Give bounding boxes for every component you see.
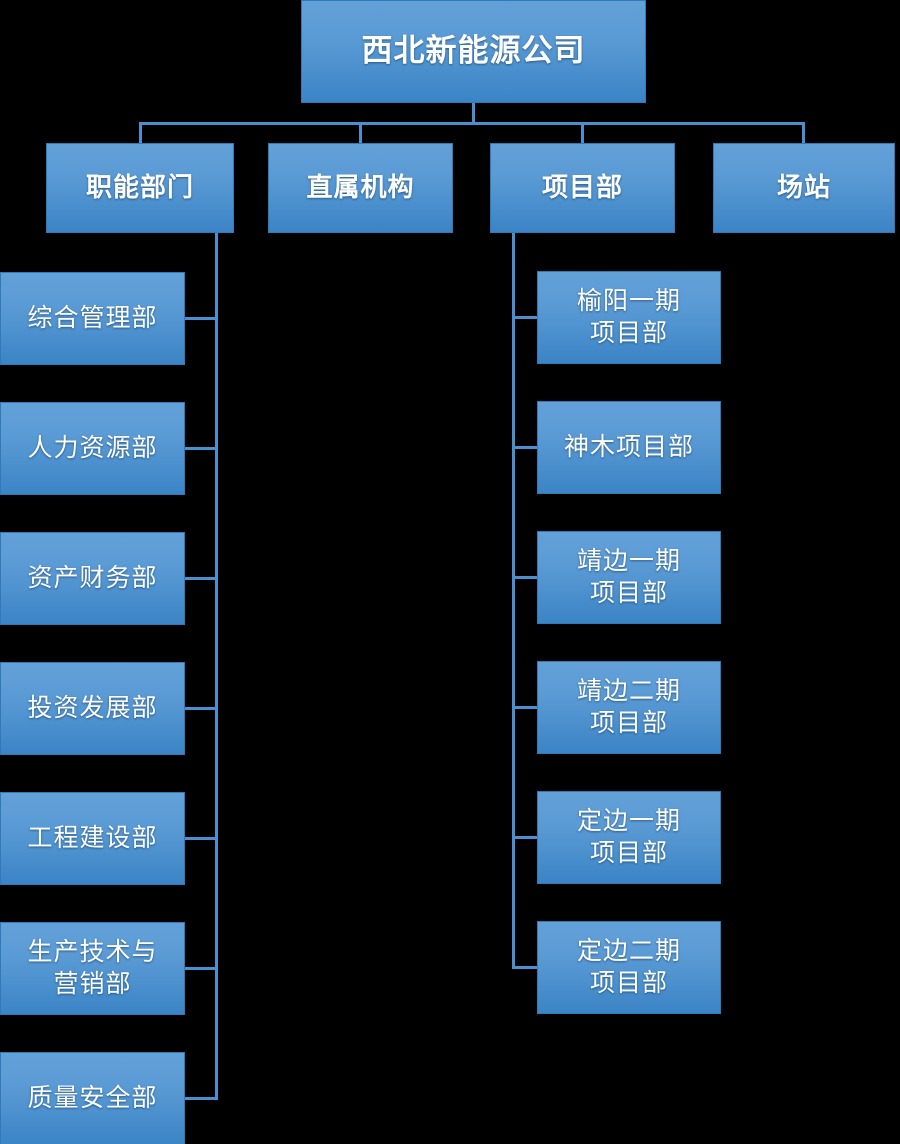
node-dept-human-resources[interactable]: 人力资源部 (0, 402, 185, 495)
connector-stub-dept-7 (185, 1097, 218, 1100)
connector-stub-dept-2 (185, 447, 218, 450)
connector-stub-project-5 (512, 836, 540, 839)
connector-level2-bus (139, 122, 805, 125)
node-project-jingbian-phase2[interactable]: 靖边二期 项目部 (537, 661, 721, 754)
node-dept-asset-finance[interactable]: 资产财务部 (0, 532, 185, 625)
connector-stub-project-4 (512, 706, 540, 709)
node-dept-production-technology-marketing[interactable]: 生产技术与 营销部 (0, 922, 185, 1015)
node-dept-investment-development[interactable]: 投资发展部 (0, 662, 185, 755)
connector-stub-project-6 (512, 966, 540, 969)
connector-stub-dept-5 (185, 837, 218, 840)
connector-drop-functional (139, 122, 142, 144)
node-root-company[interactable]: 西北新能源公司 (301, 0, 646, 103)
node-level2-station[interactable]: 场站 (713, 143, 895, 233)
connector-stub-dept-1 (185, 317, 218, 320)
node-dept-engineering-construction[interactable]: 工程建设部 (0, 792, 185, 885)
connector-drop-direct (359, 122, 362, 144)
connector-stub-project-1 (512, 316, 540, 319)
connector-stub-dept-4 (185, 707, 218, 710)
node-level2-functional[interactable]: 职能部门 (46, 143, 234, 233)
connector-project-trunk (512, 233, 515, 969)
node-project-dingbian-phase2[interactable]: 定边二期 项目部 (537, 921, 721, 1014)
connector-root-drop (472, 103, 475, 124)
node-project-jingbian-phase1[interactable]: 靖边一期 项目部 (537, 531, 721, 624)
connector-functional-trunk (215, 233, 218, 1099)
connector-stub-project-3 (512, 576, 540, 579)
node-project-shenmu[interactable]: 神木项目部 (537, 401, 721, 494)
connector-stub-project-2 (512, 446, 540, 449)
node-dept-comprehensive-management[interactable]: 综合管理部 (0, 272, 185, 365)
node-project-dingbian-phase1[interactable]: 定边一期 项目部 (537, 791, 721, 884)
connector-drop-station (802, 122, 805, 144)
connector-stub-dept-3 (185, 577, 218, 580)
connector-drop-project (581, 122, 584, 144)
connector-stub-dept-6 (185, 967, 218, 970)
node-level2-project[interactable]: 项目部 (490, 143, 675, 233)
node-level2-direct[interactable]: 直属机构 (268, 143, 453, 233)
node-dept-quality-safety[interactable]: 质量安全部 (0, 1052, 185, 1144)
node-project-yuyang-phase1[interactable]: 榆阳一期 项目部 (537, 271, 721, 364)
